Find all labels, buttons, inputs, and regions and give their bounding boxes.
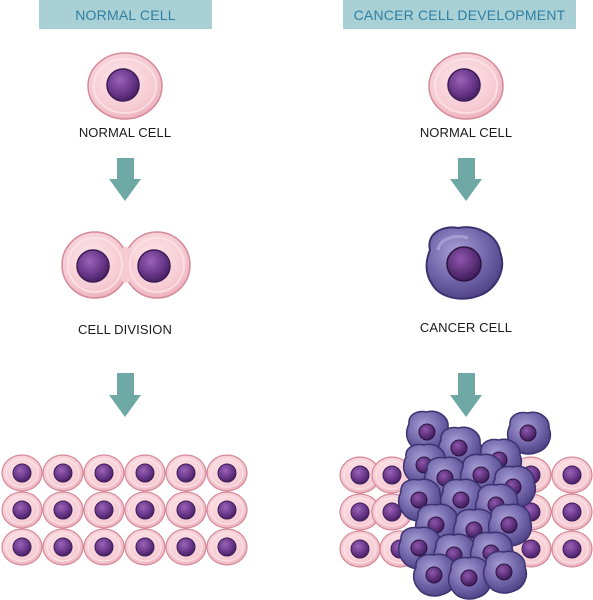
header-normal-cell: NORMAL CELL (39, 0, 212, 29)
arrow-right-2 (450, 373, 482, 417)
label-cell-division: CELL DIVISION (77, 322, 172, 337)
normal-cell-right (428, 52, 504, 120)
arrow-left-1 (109, 158, 141, 201)
normal-tissue-grid (1, 454, 248, 566)
arrow-right-1 (450, 158, 482, 201)
header-normal-cell-text: NORMAL CELL (75, 6, 176, 23)
label-normal-cell-left: NORMAL CELL (78, 125, 172, 140)
dividing-cells (61, 231, 191, 299)
header-cancer-development-text: CANCER CELL DEVELOPMENT (353, 6, 566, 23)
cancer-cell (425, 226, 504, 300)
tumor-tissue (339, 410, 593, 600)
label-cancer-cell: CANCER CELL (419, 320, 513, 335)
label-normal-cell-right: NORMAL CELL (419, 125, 513, 140)
arrow-left-2 (109, 373, 141, 417)
header-cancer-development: CANCER CELL DEVELOPMENT (343, 0, 576, 29)
normal-cell-left (87, 52, 163, 120)
